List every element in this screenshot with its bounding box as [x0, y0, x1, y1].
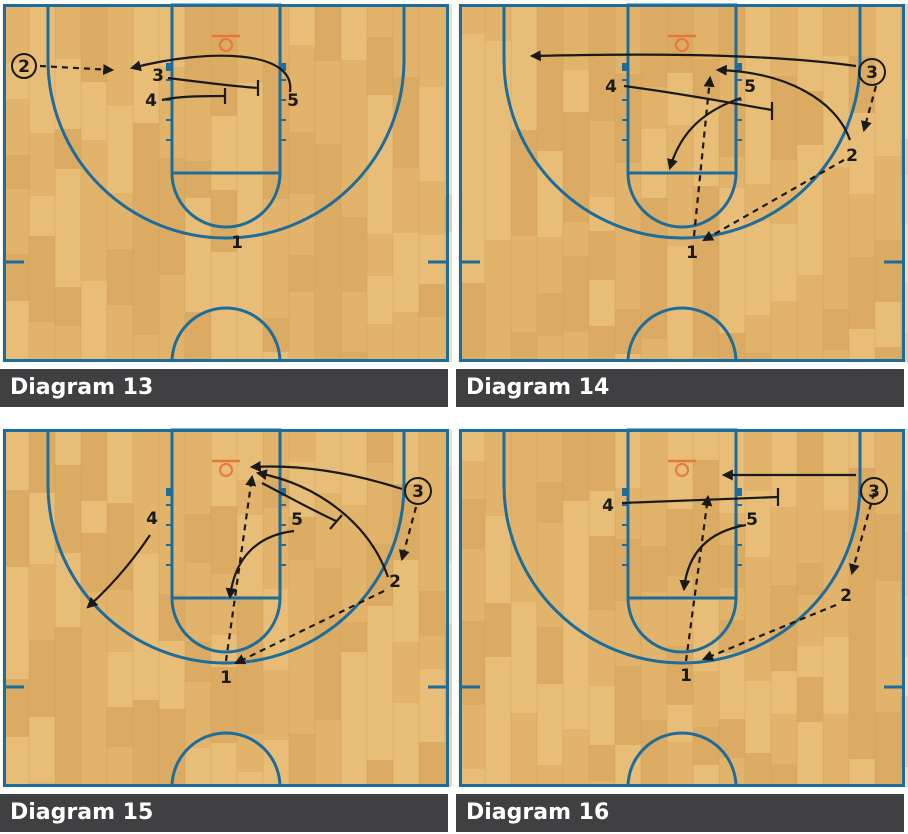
lane-block-right [736, 63, 742, 71]
play-arrows [39, 54, 292, 104]
player-2-label: 2 [846, 146, 858, 166]
paint-lane [170, 3, 282, 175]
lane-block-left [622, 63, 628, 71]
player-1-label: 1 [686, 243, 698, 263]
court [2, 3, 452, 363]
diagram-16: 3 4 5 2 1 Diagram 16 [456, 425, 908, 834]
court-diagram-14: 3 4 5 2 1 [458, 3, 908, 363]
court [2, 428, 452, 788]
center-circle [626, 731, 738, 788]
three-point-line [502, 430, 862, 665]
diagram-15: 3 4 5 2 1 Diagram 15 [0, 425, 452, 834]
three-point-line [46, 430, 406, 665]
player-5-label: 5 [291, 510, 303, 530]
lane-block-left [166, 488, 172, 496]
player-4-label: 4 [605, 77, 617, 97]
court-diagram-16: 3 4 5 2 1 [458, 428, 908, 788]
player-2-label: 2 [389, 572, 401, 592]
diagram-13: 2 3 4 5 1 Diagram 13 [0, 0, 452, 409]
player-2-circled: 2 [11, 53, 37, 79]
hoop-rim [675, 38, 689, 52]
lane-block-right [280, 63, 286, 71]
free-throw-circle [626, 597, 738, 654]
court-diagram-13: 2 3 4 5 1 [2, 3, 452, 363]
center-circle [170, 306, 282, 363]
play-arrows [529, 50, 878, 242]
play-arrows [621, 469, 876, 662]
free-throw-circle [626, 172, 738, 229]
player-2-label: 2 [840, 586, 852, 606]
player-5-label: 5 [746, 510, 758, 530]
player-label: 3 [868, 482, 880, 502]
three-point-line [46, 5, 406, 240]
paint-lane [626, 428, 738, 600]
hoop-rim [219, 463, 233, 477]
diagram-caption: Diagram 14 [456, 369, 904, 407]
player-label: 3 [866, 63, 878, 83]
court-diagram-15: 3 4 5 2 1 [2, 428, 452, 788]
player-1-label: 1 [231, 233, 243, 253]
three-point-line [502, 5, 862, 240]
player-4-label: 4 [146, 509, 158, 529]
player-1-label: 1 [680, 666, 692, 686]
diagram-caption: Diagram 13 [0, 369, 448, 407]
lane-block-left [166, 63, 172, 71]
court [458, 3, 908, 363]
player-1-label: 1 [220, 668, 232, 688]
player-3-label: 3 [152, 66, 164, 86]
player-label: 3 [412, 482, 424, 502]
player-5-label: 5 [744, 77, 756, 97]
player-3-circled: 3 [404, 477, 432, 505]
diagram-caption: Diagram 15 [0, 794, 448, 832]
paint-lane [626, 3, 738, 175]
hoop-rim [675, 463, 689, 477]
lane-block-left [622, 488, 628, 496]
court [458, 428, 908, 788]
hoop-rim [219, 38, 233, 52]
center-circle [170, 731, 282, 788]
player-4-label: 4 [145, 91, 157, 111]
player-3-circled: 3 [858, 58, 886, 86]
diagram-caption: Diagram 16 [456, 794, 904, 832]
lane-block-right [280, 488, 286, 496]
player-label: 2 [18, 57, 30, 77]
diagram-14: 3 4 5 2 1 Diagram 14 [456, 0, 908, 409]
player-4-label: 4 [602, 496, 614, 516]
player-5-label: 5 [287, 91, 299, 111]
free-throw-circle [170, 172, 282, 229]
play-arrows [86, 461, 418, 665]
player-3-circled: 3 [860, 477, 888, 505]
free-throw-circle [170, 597, 282, 654]
center-circle [626, 306, 738, 363]
lane-block-right [736, 488, 742, 496]
